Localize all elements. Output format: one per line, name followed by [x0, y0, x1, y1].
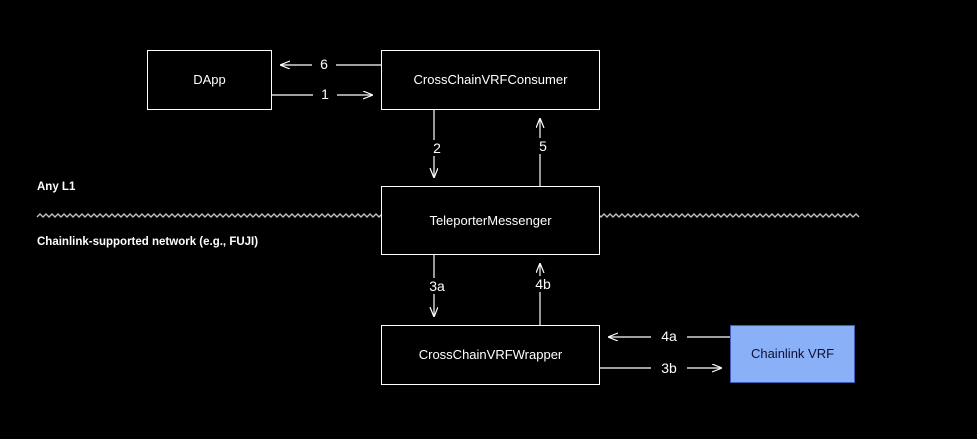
node-chainlink-vrf[interactable]: Chainlink VRF	[730, 325, 855, 383]
node-cross-chain-vrf-consumer[interactable]: CrossChainVRFConsumer	[381, 50, 600, 110]
node-dapp-label: DApp	[193, 72, 226, 88]
zone-label-any-l1: Any L1	[37, 181, 76, 193]
zone-label-chainlink-network: Chainlink-supported network (e.g., FUJI)	[37, 236, 259, 248]
edge-label-5: 5	[531, 138, 555, 154]
edge-label-6: 6	[312, 56, 336, 72]
edge-label-3b: 3b	[651, 360, 687, 376]
node-cross-chain-vrf-wrapper-label: CrossChainVRFWrapper	[418, 347, 563, 363]
node-teleporter-messenger[interactable]: TeleporterMessenger	[381, 186, 600, 255]
node-cross-chain-vrf-consumer-label: CrossChainVRFConsumer	[413, 72, 568, 88]
edge-label-4a: 4a	[651, 328, 687, 344]
edge-label-4b: 4b	[525, 276, 561, 292]
edge-label-2: 2	[425, 140, 449, 156]
node-cross-chain-vrf-wrapper[interactable]: CrossChainVRFWrapper	[381, 325, 600, 385]
edge-label-1: 1	[313, 86, 337, 102]
edge-label-3a: 3a	[419, 278, 455, 294]
node-teleporter-messenger-label: TeleporterMessenger	[429, 212, 552, 228]
node-chainlink-vrf-label: Chainlink VRF	[750, 346, 835, 362]
node-dapp[interactable]: DApp	[147, 50, 272, 110]
